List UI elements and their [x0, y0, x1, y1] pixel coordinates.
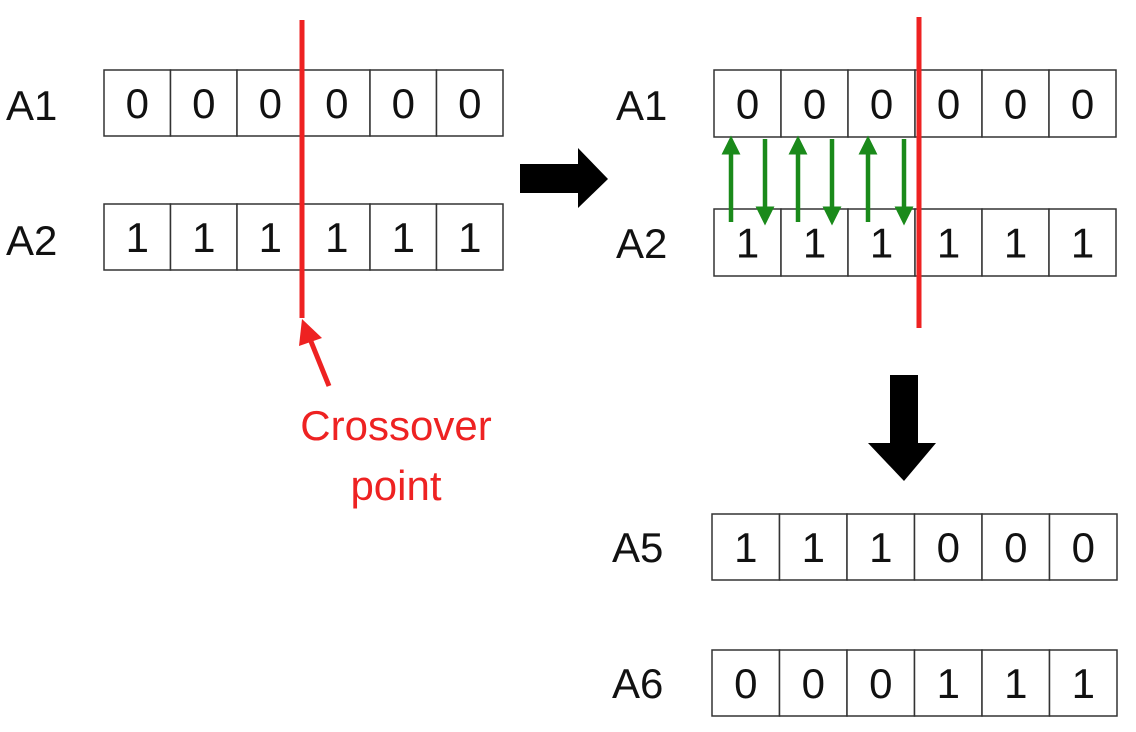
bit-value: 0	[802, 660, 825, 707]
bit-value: 1	[937, 220, 960, 267]
bit-cell	[846, 513, 916, 581]
bit-value: 1	[1004, 220, 1027, 267]
bit-value: 0	[1004, 524, 1027, 571]
bit-cell	[780, 69, 849, 138]
bit-cell	[778, 513, 848, 581]
bit-cell	[981, 649, 1051, 717]
crossover-label-line1: Crossover	[300, 402, 491, 449]
bit-value: 0	[259, 80, 282, 127]
bit-value: 1	[1071, 220, 1094, 267]
bit-value: 1	[802, 524, 825, 571]
bit-value: 1	[325, 214, 348, 261]
bit-cell	[169, 203, 238, 271]
bit-value: 0	[937, 524, 960, 571]
left-a1-label: A1	[6, 82, 57, 129]
bit-cell	[981, 513, 1051, 581]
bit-cell	[435, 203, 504, 271]
bit-value: 1	[870, 220, 893, 267]
bit-cell	[846, 649, 916, 717]
bit-value: 0	[1004, 81, 1027, 128]
bit-value: 0	[325, 80, 348, 127]
right-a1-label: A1	[616, 82, 667, 129]
bit-value: 0	[736, 81, 759, 128]
bit-cell	[369, 203, 438, 271]
result-a6-label: A6	[612, 660, 663, 707]
bit-value: 0	[458, 80, 481, 127]
left-a2-label: A2	[6, 217, 57, 264]
bit-value: 1	[126, 214, 149, 261]
bit-value: 1	[869, 524, 892, 571]
bit-value: 1	[458, 214, 481, 261]
bit-cell	[711, 513, 781, 581]
bit-cell	[435, 69, 504, 137]
arrow-down-icon	[868, 375, 936, 481]
bit-value: 0	[937, 81, 960, 128]
bit-cell	[169, 69, 238, 137]
bit-cell	[847, 69, 916, 138]
bit-cell	[236, 203, 305, 271]
bit-value: 0	[392, 80, 415, 127]
crossover-label-line2: point	[350, 462, 441, 509]
bit-cell	[914, 69, 983, 138]
crossover-pointer-icon	[299, 319, 332, 387]
bit-cell	[981, 208, 1050, 277]
bit-value: 1	[937, 660, 960, 707]
bit-cell	[1048, 649, 1118, 717]
bit-value: 0	[126, 80, 149, 127]
bit-cell	[369, 69, 438, 137]
bit-value: 0	[803, 81, 826, 128]
arrow-right-icon	[520, 148, 608, 208]
bit-value: 1	[1072, 660, 1095, 707]
bit-cell	[103, 203, 172, 271]
right-a2-label: A2	[616, 220, 667, 267]
bit-cell	[1048, 208, 1117, 277]
bit-value: 0	[192, 80, 215, 127]
bit-value: 1	[192, 214, 215, 261]
bit-value: 1	[392, 214, 415, 261]
bit-cell	[103, 69, 172, 137]
bit-cell	[1048, 69, 1117, 138]
bit-cell	[236, 69, 305, 137]
result-a5-label: A5	[612, 524, 663, 571]
bit-value: 0	[1071, 81, 1094, 128]
bit-value: 1	[803, 220, 826, 267]
bit-value: 1	[259, 214, 282, 261]
swap-arrows	[721, 135, 914, 226]
bit-value: 1	[736, 220, 759, 267]
bit-value: 0	[734, 660, 757, 707]
bit-value: 0	[870, 81, 893, 128]
bit-cell	[914, 208, 983, 277]
bit-cell	[713, 69, 782, 138]
bit-cell	[1048, 513, 1118, 581]
bit-value: 1	[734, 524, 757, 571]
bit-value: 0	[1072, 524, 1095, 571]
bit-value: 0	[869, 660, 892, 707]
bit-cell	[778, 649, 848, 717]
bit-value: 1	[1004, 660, 1027, 707]
bit-cell	[981, 69, 1050, 138]
bit-cell	[913, 649, 983, 717]
